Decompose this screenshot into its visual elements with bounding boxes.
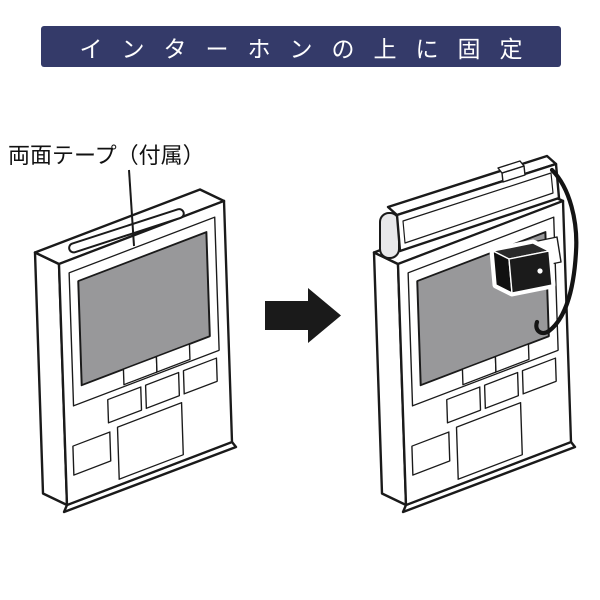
double-sided-tape: [68, 208, 185, 254]
strap-cord: [534, 167, 579, 336]
intercom-right: [372, 154, 579, 514]
intercom-left: [33, 169, 238, 514]
bar-inner-line: [402, 172, 554, 244]
banner: インターホンの上に固定: [41, 26, 561, 67]
banner-text: インターホンの上に固定: [79, 36, 542, 63]
camera-cube: [489, 239, 556, 297]
arrow-icon: [265, 288, 341, 343]
camera-front-face: [508, 250, 553, 294]
tape-label: 両面テープ（付属）: [8, 144, 205, 169]
camera-lens-icon: [537, 268, 543, 274]
sensor-bar: [379, 154, 561, 259]
bar-clip-top: [497, 160, 525, 174]
bar-end-cap: [379, 212, 400, 259]
tape-leader-line: [128, 169, 135, 247]
